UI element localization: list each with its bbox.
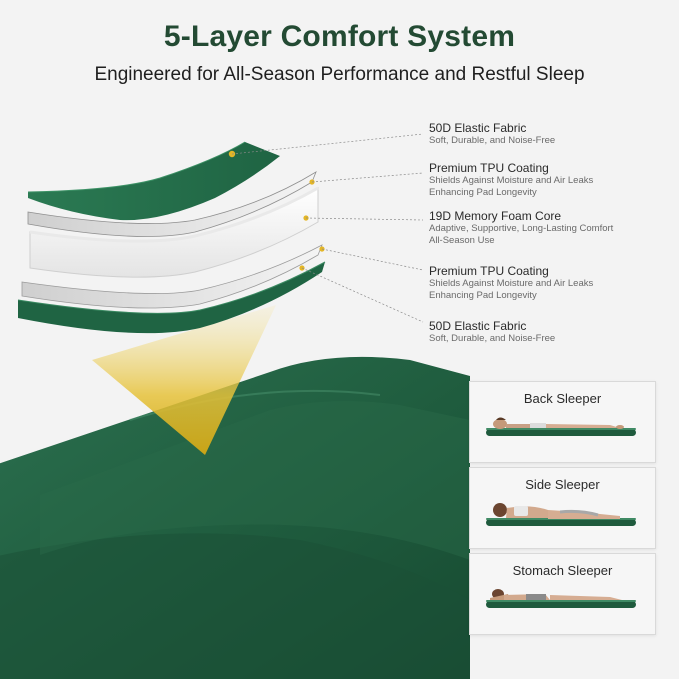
callout-layer-2: Premium TPU Coating Shields Against Mois… — [429, 161, 649, 199]
position-card-side: Side Sleeper — [469, 467, 656, 549]
callout-title: 50D Elastic Fabric — [429, 121, 527, 135]
callout-text: All-Season Use — [429, 235, 495, 246]
layer-lower-tpu — [21, 244, 323, 309]
callout-layer-5: 50D Elastic Fabric Soft, Durable, and No… — [429, 319, 649, 345]
position-label: Side Sleeper — [525, 477, 600, 492]
callout-text: Enhancing Pad Longevity — [429, 187, 537, 198]
callout-layer-3: 19D Memory Foam Core Adaptive, Supportiv… — [429, 209, 649, 247]
back-sleeper-illustration — [486, 417, 636, 436]
callout-layer-1: 50D Elastic Fabric Soft, Durable, and No… — [429, 121, 649, 147]
callout-text: Soft, Durable, and Noise-Free — [429, 135, 556, 146]
callout-text: Enhancing Pad Longevity — [429, 290, 537, 301]
position-card-back: Back Sleeper — [469, 381, 656, 463]
side-sleeper-illustration — [486, 503, 636, 526]
layer-bottom-fabric — [18, 262, 325, 334]
position-label: Back Sleeper — [523, 391, 602, 406]
pad-edge — [0, 533, 470, 679]
callout-layer-4: Premium TPU Coating Shields Against Mois… — [429, 264, 649, 302]
layer-top-fabric — [28, 142, 280, 221]
page-title: 5-Layer Comfort System — [163, 20, 516, 53]
position-label: Stomach Sleeper — [512, 563, 613, 578]
pad-inner-panel — [40, 401, 470, 560]
callout-title: Premium TPU Coating — [429, 264, 549, 278]
callout-text: Soft, Durable, and Noise-Free — [429, 333, 556, 344]
callout-title: 19D Memory Foam Core — [429, 209, 562, 223]
page-subtitle: Engineered for All-Season Performance an… — [94, 64, 585, 85]
callout-text: Shields Against Moisture and Air Leaks — [429, 175, 594, 186]
stomach-sleeper-illustration — [486, 589, 636, 608]
callout-title: 50D Elastic Fabric — [429, 319, 527, 333]
callout-text: Adaptive, Supportive, Long-Lasting Comfo… — [429, 223, 614, 234]
callout-title: Premium TPU Coating — [429, 161, 549, 175]
position-card-stomach: Stomach Sleeper — [469, 553, 656, 635]
callout-text: Shields Against Moisture and Air Leaks — [429, 278, 594, 289]
light-beam — [92, 305, 276, 455]
leader-lines — [231, 133, 424, 323]
